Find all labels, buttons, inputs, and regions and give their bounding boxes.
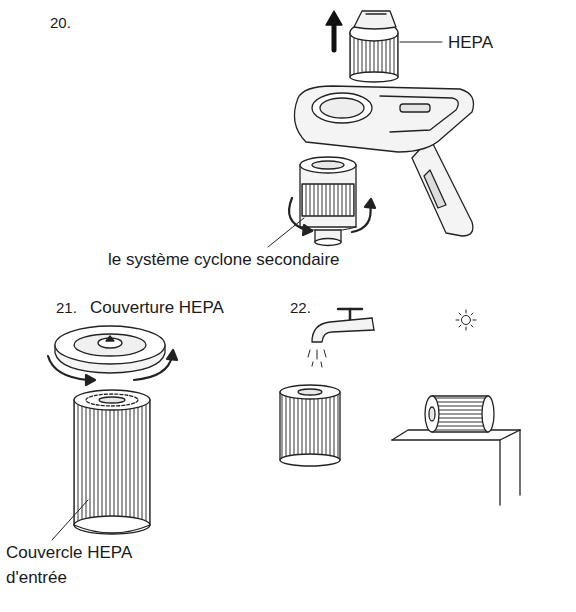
part-label: Couvercle HEPA d'entrée [6,541,166,590]
part-label: le système cyclone secondaire [108,248,340,273]
leader-line [400,42,442,43]
step-number: 20. [50,12,71,34]
hepa-filter [350,11,398,82]
step-number: 21. [56,297,77,319]
hepa-cover [55,326,165,373]
rotation-arrow [289,198,375,235]
step-number: 22. [290,297,311,319]
sun-symbol [456,310,476,330]
vacuum-body [294,86,473,236]
table [392,430,520,505]
hepa-filter [74,390,150,534]
hepa-filter [280,385,340,466]
part-label: HEPA [448,31,493,56]
faucet [308,309,374,367]
up-arrow [326,11,342,50]
leader-line [268,218,304,247]
part-label: Couverture HEPA [90,296,224,321]
rotation-arrow [48,350,177,385]
leader-line [52,500,88,540]
secondary-cyclone [300,157,356,246]
hepa-filter [425,396,494,432]
